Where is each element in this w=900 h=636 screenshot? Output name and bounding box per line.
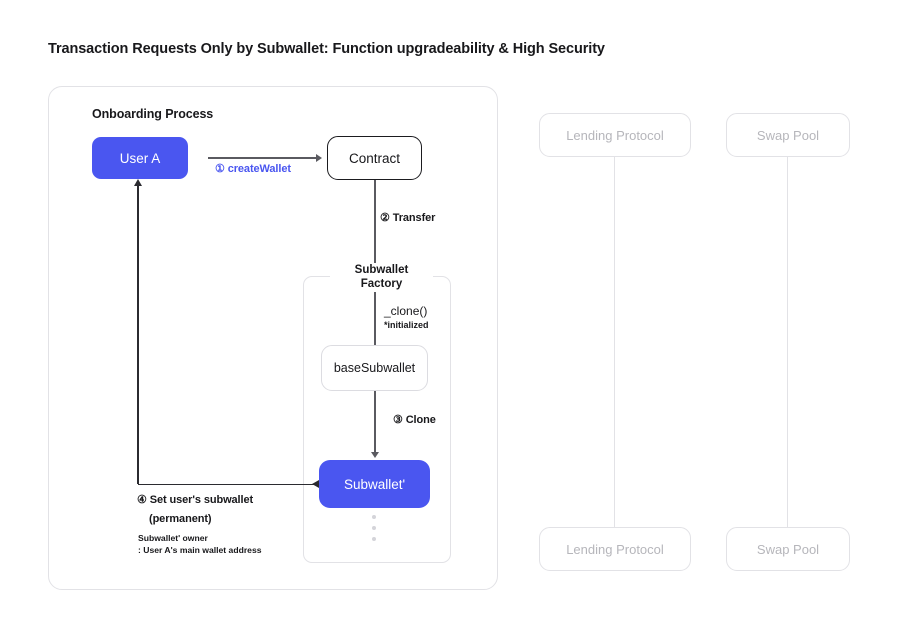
subwallet-continuation-dots: [372, 515, 376, 541]
edge-set-subwallet-vertical: [137, 186, 139, 484]
onboarding-panel-title: Onboarding Process: [92, 107, 214, 121]
edge-set-subwallet-arrowhead-left: [312, 480, 319, 488]
node-swap-pool-top[interactable]: Swap Pool: [726, 113, 850, 157]
dot: [372, 537, 376, 541]
subwallet-factory-title: Subwallet Factory: [330, 263, 433, 291]
edge-label-create-wallet: ① createWallet: [215, 163, 291, 175]
edge-create-wallet-line: [208, 157, 316, 159]
edge-clone-line: [374, 391, 376, 453]
edge-transfer-line: [374, 180, 376, 263]
swap-pool-connector-line: [787, 157, 789, 527]
node-swap-pool-bottom[interactable]: Swap Pool: [726, 527, 850, 571]
node-lending-protocol-top[interactable]: Lending Protocol: [539, 113, 691, 157]
step4-subtext: Subwallet' owner : User A's main wallet …: [138, 532, 317, 556]
edge-create-wallet-arrowhead: [316, 153, 322, 162]
node-contract[interactable]: Contract: [327, 136, 422, 180]
node-user-a[interactable]: User A: [92, 137, 188, 179]
edge-label-clone-function: _clone(): [384, 304, 428, 318]
node-lending-protocol-bottom[interactable]: Lending Protocol: [539, 527, 691, 571]
step4-subtext-line2: : User A's main wallet address: [138, 545, 262, 555]
lending-protocol-connector-line: [614, 157, 616, 527]
dot: [372, 515, 376, 519]
page-title: Transaction Requests Only by Subwallet: …: [48, 41, 605, 57]
node-base-subwallet[interactable]: baseSubwallet: [321, 345, 428, 391]
edge-set-subwallet-horizontal: [138, 483, 319, 486]
step4-line2: (permanent): [149, 513, 212, 525]
edge-set-subwallet-arrowhead-up: [133, 179, 142, 186]
step4-subtext-line1: Subwallet' owner: [138, 533, 208, 543]
node-subwallet-prime[interactable]: Subwallet': [319, 460, 430, 508]
step4-annotation: ④ Set user's subwallet (permanent) Subwa…: [137, 493, 317, 556]
edge-label-clone-step: ③ Clone: [393, 414, 436, 426]
step4-line1: ④ Set user's subwallet: [137, 494, 254, 506]
edge-label-initialized: *initialized: [384, 320, 429, 330]
edge-clone-arrowhead: [370, 452, 379, 458]
edge-clone-fn-line: [374, 292, 376, 345]
subwallet-factory-title-line2: Factory: [360, 278, 403, 290]
edge-label-transfer: ② Transfer: [380, 212, 436, 224]
subwallet-factory-title-line1: Subwallet: [354, 264, 409, 276]
dot: [372, 526, 376, 530]
